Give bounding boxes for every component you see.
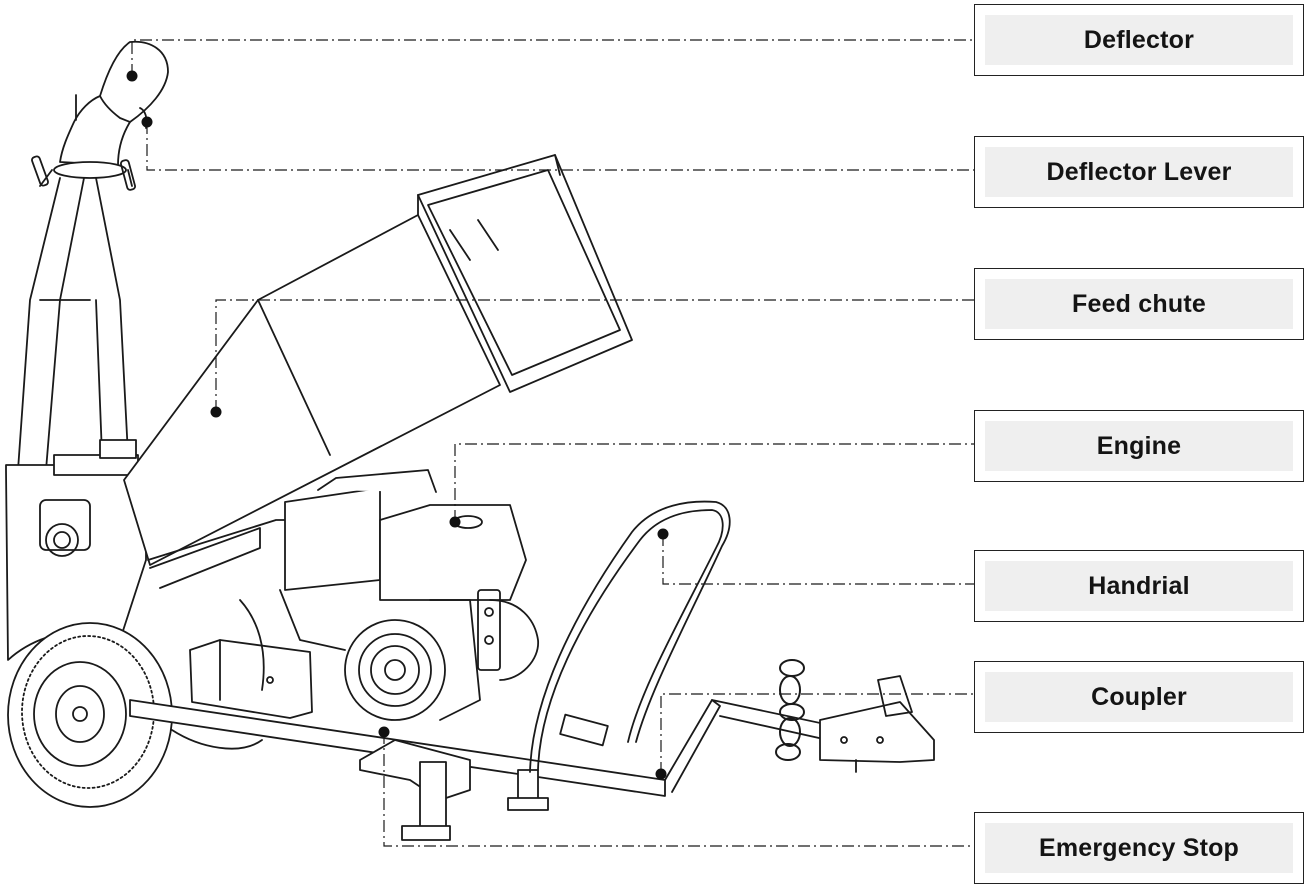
feed-chute-drawing bbox=[123, 154, 633, 589]
coupler-drawing bbox=[775, 659, 935, 773]
coupler-label: Coupler bbox=[985, 672, 1293, 722]
deflector-lever-callout: Deflector Lever bbox=[974, 136, 1304, 208]
frame-drawing bbox=[129, 699, 901, 841]
deflector-label: Deflector bbox=[985, 15, 1293, 65]
engine-drawing bbox=[279, 469, 539, 721]
leader-lines bbox=[131, 39, 974, 847]
machine-drawing bbox=[5, 40, 935, 841]
discharge-tube-drawing bbox=[17, 177, 129, 471]
feed-chute-callout: Feed chute bbox=[974, 268, 1304, 340]
engine-label: Engine bbox=[985, 421, 1293, 471]
emergency-stop-dot bbox=[378, 726, 390, 738]
handrial-leader bbox=[662, 534, 974, 585]
emergency-stop-label: Emergency Stop bbox=[985, 823, 1293, 873]
deflector-lever-dot bbox=[141, 116, 153, 128]
control-box-drawing bbox=[189, 639, 313, 719]
feed-chute-dot bbox=[210, 406, 222, 418]
coupler-leader bbox=[660, 693, 974, 774]
feed-chute-label: Feed chute bbox=[985, 279, 1293, 329]
coupler-dot bbox=[655, 768, 667, 780]
deflector-leader bbox=[131, 39, 974, 76]
deflector-dot bbox=[126, 70, 138, 82]
handrial-label: Handrial bbox=[985, 561, 1293, 611]
engine-dot bbox=[449, 516, 461, 528]
deflector-lever-leader bbox=[146, 122, 974, 171]
emergency-stop-callout: Emergency Stop bbox=[974, 812, 1304, 884]
leader-dots bbox=[126, 70, 669, 780]
deflector-callout: Deflector bbox=[974, 4, 1304, 76]
deflector-lever-label: Deflector Lever bbox=[985, 147, 1293, 197]
deflector-drawing bbox=[31, 40, 169, 191]
chain-drawing bbox=[775, 659, 805, 761]
engine-callout: Engine bbox=[974, 410, 1304, 482]
engine-leader bbox=[454, 443, 974, 522]
handrial-dot bbox=[657, 528, 669, 540]
coupler-callout: Coupler bbox=[974, 661, 1304, 733]
feed-chute-leader bbox=[215, 299, 974, 412]
handrail-drawing bbox=[529, 500, 731, 773]
emergency-stop-leader bbox=[383, 732, 974, 847]
housing-drawing bbox=[5, 439, 147, 661]
handrial-callout: Handrial bbox=[974, 550, 1304, 622]
